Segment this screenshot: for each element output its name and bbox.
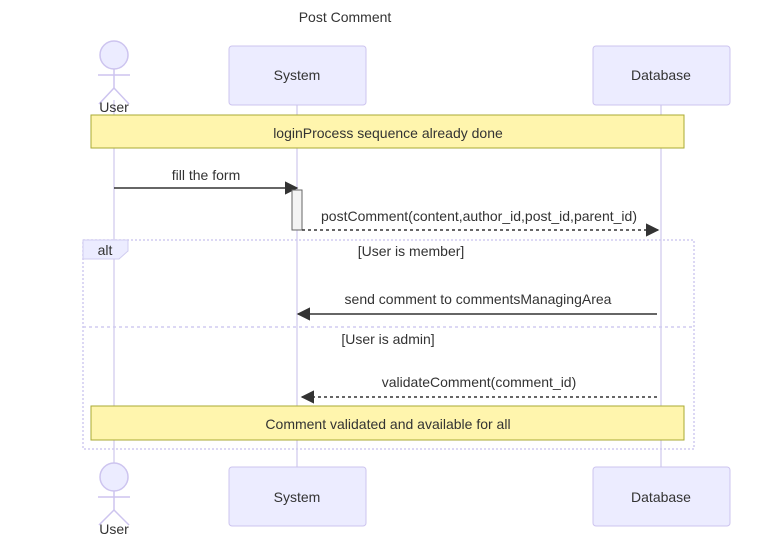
participant-box bbox=[592, 466, 731, 527]
actor-label-user-top: User bbox=[99, 99, 129, 115]
activation-bar-system bbox=[291, 189, 303, 231]
participant-box bbox=[228, 45, 367, 106]
actor-user-bottom: User bbox=[98, 462, 130, 537]
participant-box bbox=[228, 466, 367, 527]
note-login-text: loginProcess sequence already done bbox=[273, 125, 503, 141]
participant-label-database-top: Database bbox=[631, 67, 691, 83]
alt-frame bbox=[82, 239, 695, 450]
actor-head-icon bbox=[99, 40, 129, 70]
message-post-comment: postComment(content,author_id,post_id,pa… bbox=[302, 208, 660, 237]
note-box bbox=[90, 405, 685, 441]
alt-condition-member: [User is member] bbox=[358, 243, 465, 259]
message-validate-comment: validateComment(comment_id) bbox=[300, 374, 657, 404]
note-login: loginProcess sequence already done bbox=[90, 114, 685, 149]
participant-database-top: Database bbox=[592, 45, 731, 106]
actor-label-user-bottom: User bbox=[99, 521, 129, 537]
message-send-comment: send comment to commentsManagingArea bbox=[296, 291, 657, 321]
message-validate-comment-label: validateComment(comment_id) bbox=[382, 374, 577, 390]
note-validated-text: Comment validated and available for all bbox=[265, 416, 510, 432]
message-fill-form-label: fill the form bbox=[172, 167, 240, 183]
participant-system-bottom: System bbox=[228, 466, 367, 527]
actor-leg-right bbox=[113, 509, 130, 526]
message-post-comment-label: postComment(content,author_id,post_id,pa… bbox=[321, 208, 637, 224]
participant-label-database-bottom: Database bbox=[631, 489, 691, 505]
participant-system-top: System bbox=[228, 45, 367, 106]
actor-user-top: User bbox=[98, 40, 130, 115]
actor-leg-left bbox=[98, 509, 115, 526]
participant-database-bottom: Database bbox=[592, 466, 731, 527]
message-send-comment-label: send comment to commentsManagingArea bbox=[345, 291, 612, 307]
actor-leg-right bbox=[113, 87, 130, 105]
diagram-title: Post Comment bbox=[299, 9, 392, 25]
participant-box bbox=[592, 45, 731, 106]
participant-label-system-top: System bbox=[274, 67, 321, 83]
actor-head-icon bbox=[99, 462, 129, 492]
message-fill-form: fill the form bbox=[114, 167, 299, 195]
alt-label-tab bbox=[82, 239, 129, 260]
note-box bbox=[90, 114, 685, 149]
actor-leg-left bbox=[98, 87, 115, 105]
note-validated: Comment validated and available for all bbox=[90, 405, 685, 441]
participant-label-system-bottom: System bbox=[274, 489, 321, 505]
alt-keyword: alt bbox=[98, 242, 113, 258]
alt-condition-admin: [User is admin] bbox=[341, 331, 434, 347]
alt-block: alt [User is member] [User is admin] bbox=[82, 239, 695, 450]
